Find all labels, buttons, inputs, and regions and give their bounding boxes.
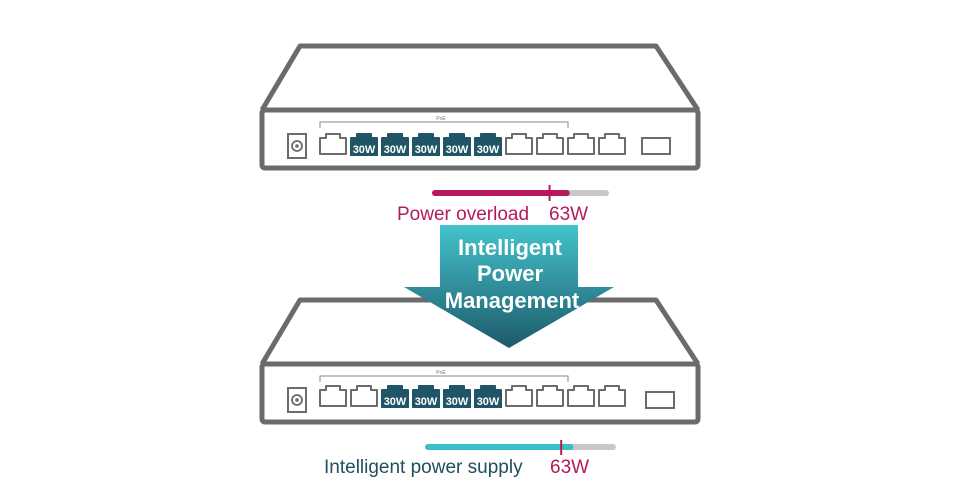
bottom-switch: PoE 30W 30W 30W 30W — [259, 297, 701, 425]
top-port-label-bg-3 — [381, 142, 409, 156]
bottom-port-8 — [536, 385, 564, 407]
bottom-port-watt-label: 30W — [384, 396, 407, 408]
bottom-sfp-slot — [645, 391, 675, 409]
bottom-power-bar — [425, 440, 616, 455]
top-port-9 — [567, 133, 595, 155]
top-switch: PoE 30W 30W 30W 30W 30W — [259, 43, 701, 171]
top-port-watt-label: 30W — [477, 144, 500, 156]
top-port-10 — [598, 133, 626, 155]
bottom-status-label: Intelligent power supply — [324, 457, 523, 478]
bottom-port-watt-label: 30W — [415, 396, 438, 408]
bottom-poe-bracket — [319, 375, 569, 382]
top-port-watt-label: 30W — [446, 144, 469, 156]
bottom-port-7 — [505, 385, 533, 407]
top-port-label-bg-2 — [350, 142, 378, 156]
top-switch-lid — [259, 43, 701, 112]
bottom-port-label-bg-5 — [443, 394, 471, 408]
top-port-watt-label: 30W — [415, 144, 438, 156]
top-poe-bracket — [319, 121, 569, 128]
top-sfp-slot — [641, 137, 671, 155]
intelligent-power-arrow: Intelligent Power Management — [404, 225, 614, 348]
arrow-line-2: Power — [477, 261, 543, 286]
top-port-1 — [319, 133, 347, 155]
bottom-port-10 — [598, 385, 626, 407]
arrow-line-1: Intelligent — [458, 235, 563, 260]
arrow-line-3: Management — [445, 288, 580, 313]
bottom-port-9 — [567, 385, 595, 407]
bottom-port-watt-label: 30W — [446, 396, 469, 408]
arrow-shape — [404, 225, 614, 348]
top-power-jack-icon — [287, 133, 307, 159]
top-port-watt-label: 30W — [353, 144, 376, 156]
top-port-label-bg-6 — [474, 142, 502, 156]
bottom-power-jack-icon — [287, 387, 307, 413]
bottom-ports: 30W 30W 30W 30W — [319, 385, 626, 408]
bottom-port-1 — [319, 385, 347, 407]
top-power-bar — [432, 185, 609, 201]
top-port-7 — [505, 133, 533, 155]
bottom-port-2 — [350, 385, 378, 407]
top-port-label-bg-4 — [412, 142, 440, 156]
bottom-port-label-bg-4 — [412, 394, 440, 408]
top-status-label: Power overload — [397, 204, 529, 225]
top-port-8 — [536, 133, 564, 155]
top-port-watt-label: 30W — [384, 144, 407, 156]
top-status-value: 63W — [549, 204, 588, 225]
bottom-port-label-bg-3 — [381, 394, 409, 408]
top-port-label-bg-5 — [443, 142, 471, 156]
top-poe-label: PoE — [436, 116, 446, 122]
bottom-poe-label: PoE — [436, 370, 446, 376]
bottom-port-label-bg-6 — [474, 394, 502, 408]
bottom-port-watt-label: 30W — [477, 396, 500, 408]
bottom-status-value: 63W — [550, 457, 589, 478]
top-ports: 30W 30W 30W 30W 30W — [319, 133, 626, 156]
